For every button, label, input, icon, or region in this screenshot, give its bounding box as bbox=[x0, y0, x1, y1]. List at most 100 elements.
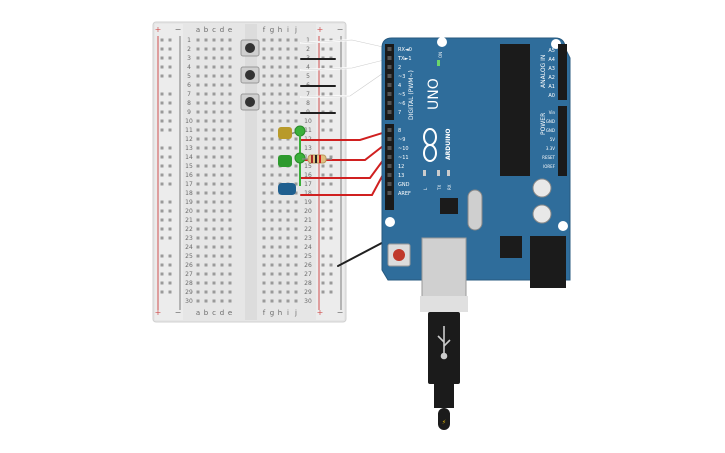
rail-hole bbox=[160, 110, 164, 114]
digital-pin-hole[interactable] bbox=[387, 110, 392, 114]
rail-hole bbox=[329, 101, 333, 105]
rail-hole bbox=[321, 38, 325, 42]
digital-pin-hole[interactable] bbox=[387, 191, 392, 195]
row-number: 24 bbox=[304, 244, 312, 251]
rail-hole bbox=[329, 290, 333, 294]
digital-pin-hole[interactable] bbox=[387, 83, 392, 87]
power-header bbox=[558, 106, 567, 176]
rail-hole bbox=[329, 209, 333, 213]
pushbutton-2[interactable] bbox=[240, 66, 260, 84]
led-green[interactable] bbox=[278, 131, 306, 186]
breadboard-hole bbox=[196, 299, 200, 303]
digital-pin-hole[interactable] bbox=[387, 92, 392, 96]
rail-hole bbox=[160, 218, 164, 222]
row-number: 20 bbox=[304, 208, 312, 215]
digital-pin-hole[interactable] bbox=[387, 65, 392, 69]
rail-hole bbox=[160, 254, 164, 258]
column-letter: d bbox=[220, 309, 224, 317]
rail-hole bbox=[168, 263, 172, 267]
row-number: 26 bbox=[185, 262, 193, 269]
usb-cable[interactable]: ⚡ bbox=[420, 296, 468, 430]
analog-pin-label: A5 bbox=[548, 48, 555, 54]
digital-pin-hole[interactable] bbox=[387, 56, 392, 60]
row-number: 8 bbox=[187, 100, 191, 107]
breadboard-hole bbox=[220, 236, 224, 240]
breadboard-hole bbox=[212, 155, 216, 159]
breadboard-hole bbox=[262, 173, 266, 177]
rail-hole bbox=[160, 290, 164, 294]
rail-hole bbox=[168, 119, 172, 123]
breadboard-hole bbox=[212, 182, 216, 186]
reset-button[interactable] bbox=[387, 243, 411, 267]
digital-pin-hole[interactable] bbox=[387, 74, 392, 78]
breadboard-hole bbox=[220, 218, 224, 222]
breadboard-hole bbox=[212, 128, 216, 132]
row-number: 21 bbox=[304, 217, 312, 224]
breadboard-hole bbox=[220, 146, 224, 150]
pushbutton-1[interactable] bbox=[240, 39, 260, 57]
breadboard-hole bbox=[262, 155, 266, 159]
breadboard-hole bbox=[270, 146, 274, 150]
analog-pin-label: A1 bbox=[548, 84, 555, 90]
breadboard-hole bbox=[228, 56, 232, 60]
breadboard-hole bbox=[204, 110, 208, 114]
rail-hole bbox=[160, 92, 164, 96]
breadboard-hole bbox=[294, 272, 298, 276]
digital-pin-label: 4 bbox=[398, 83, 401, 89]
breadboard-hole bbox=[204, 101, 208, 105]
digital-pin-hole[interactable] bbox=[387, 182, 392, 186]
row-number: 23 bbox=[304, 235, 312, 242]
digital-pin-hole[interactable] bbox=[387, 173, 392, 177]
rail-hole bbox=[329, 218, 333, 222]
breadboard-hole bbox=[294, 173, 298, 177]
row-number: 11 bbox=[304, 127, 312, 134]
digital-pin-hole[interactable] bbox=[387, 146, 392, 150]
digital-pin-label: ~11 bbox=[398, 155, 409, 161]
breadboard-hole bbox=[270, 119, 274, 123]
digital-pin-hole[interactable] bbox=[387, 47, 392, 51]
rail-hole bbox=[160, 236, 164, 240]
digital-pin-hole[interactable] bbox=[387, 164, 392, 168]
breadboard-hole bbox=[228, 128, 232, 132]
breadboard-hole bbox=[212, 164, 216, 168]
breadboard-hole bbox=[220, 101, 224, 105]
breadboard-hole bbox=[262, 47, 266, 51]
breadboard-hole bbox=[228, 290, 232, 294]
breadboard-hole bbox=[196, 38, 200, 42]
breadboard-hole bbox=[270, 155, 274, 159]
rail-hole bbox=[321, 164, 325, 168]
rail-hole bbox=[329, 200, 333, 204]
digital-pin-hole[interactable] bbox=[387, 101, 392, 105]
rail-hole bbox=[329, 146, 333, 150]
breadboard-hole bbox=[196, 245, 200, 249]
breadboard-hole bbox=[262, 209, 266, 213]
breadboard-hole bbox=[286, 92, 290, 96]
column-letter: h bbox=[278, 26, 282, 34]
digital-pin-hole[interactable] bbox=[387, 128, 392, 132]
led-blue[interactable] bbox=[278, 183, 296, 195]
breadboard-hole bbox=[262, 65, 266, 69]
digital-pin-hole[interactable] bbox=[387, 137, 392, 141]
breadboard-hole bbox=[204, 137, 208, 141]
rail-hole bbox=[329, 236, 333, 240]
resistor[interactable] bbox=[302, 154, 332, 164]
digital-pin-label: TX►1 bbox=[397, 56, 412, 62]
rail-hole bbox=[321, 254, 325, 258]
row-number: 16 bbox=[185, 172, 193, 179]
led-yellow[interactable] bbox=[278, 125, 306, 139]
breadboard-hole bbox=[294, 110, 298, 114]
row-number: 9 bbox=[187, 109, 191, 116]
breadboard-hole bbox=[270, 47, 274, 51]
breadboard-hole bbox=[212, 173, 216, 177]
row-number: 2 bbox=[187, 46, 191, 53]
breadboard-hole bbox=[204, 254, 208, 258]
breadboard-hole bbox=[270, 218, 274, 222]
pushbutton-3[interactable] bbox=[240, 93, 260, 111]
row-number: 21 bbox=[185, 217, 193, 224]
breadboard-hole bbox=[278, 299, 282, 303]
rail-hole bbox=[160, 263, 164, 267]
breadboard-hole bbox=[286, 74, 290, 78]
digital-pin-hole[interactable] bbox=[387, 155, 392, 159]
breadboard-hole bbox=[228, 272, 232, 276]
